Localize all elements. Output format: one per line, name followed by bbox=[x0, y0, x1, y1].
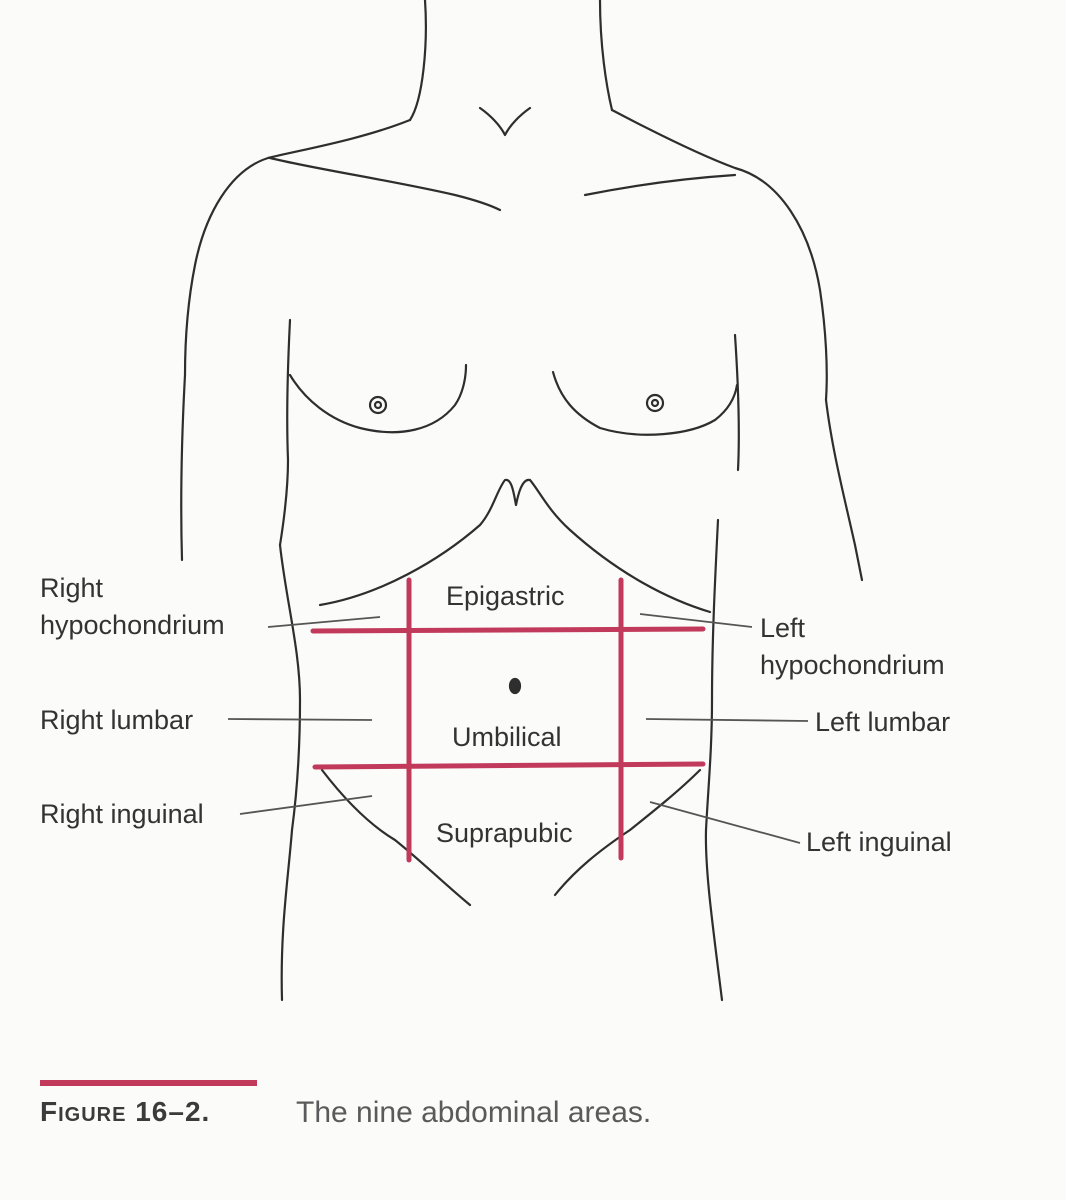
costal-margin bbox=[318, 478, 712, 614]
leader-left-lumbar bbox=[645, 718, 809, 722]
torso-outline bbox=[180, 0, 864, 1002]
leader-left-inguinal bbox=[649, 801, 801, 844]
callout-left-inguinal: Left inguinal bbox=[806, 827, 952, 857]
right-clavicle bbox=[268, 156, 502, 212]
leader-right-inguinal bbox=[239, 795, 373, 815]
callout-right-lumbar: Right lumbar bbox=[40, 705, 194, 735]
right-nipple-inner bbox=[373, 400, 383, 410]
callout-left-hypochondrium-line2: hypochondrium bbox=[760, 650, 945, 680]
leader-right-hypochondrium bbox=[267, 616, 381, 628]
figure-caption: The nine abdominal areas. bbox=[296, 1096, 652, 1129]
right-arm-outer bbox=[180, 373, 187, 562]
left-nipple bbox=[645, 393, 665, 413]
left-arm-outer bbox=[824, 398, 864, 582]
region-label-suprapubic: Suprapubic bbox=[436, 818, 573, 848]
left-shoulder-outline bbox=[183, 118, 412, 377]
left-clavicle bbox=[583, 173, 737, 197]
region-label-umbilical: Umbilical bbox=[452, 722, 562, 752]
left-arm-inner bbox=[733, 333, 740, 472]
figure-number: Figure 16–2. bbox=[40, 1096, 211, 1127]
right-nipple bbox=[368, 395, 388, 415]
callout-left-lumbar: Left lumbar bbox=[815, 707, 951, 737]
left-inguinal-crease bbox=[553, 768, 702, 897]
region-label-epigastric: Epigastric bbox=[446, 581, 565, 611]
leader-right-lumbar bbox=[227, 718, 373, 721]
callout-right-hypochondrium: Right hypochondrium bbox=[40, 570, 225, 644]
left-pectoral bbox=[551, 370, 739, 436]
leader-left-hypochondrium bbox=[639, 613, 753, 628]
right-flank bbox=[278, 543, 302, 1002]
region-grid bbox=[310, 577, 706, 863]
right-pectoral bbox=[288, 363, 468, 434]
left-flank bbox=[704, 518, 724, 1002]
right-inguinal-crease bbox=[320, 768, 472, 907]
callout-left-hypochondrium-line1: Left bbox=[760, 613, 806, 643]
neck-left-outline bbox=[408, 0, 427, 122]
neck-right-outline bbox=[598, 0, 614, 112]
caption-rule bbox=[40, 1080, 257, 1086]
left-nipple-inner bbox=[650, 398, 660, 408]
right-shoulder-outline bbox=[610, 108, 828, 402]
callout-right-inguinal: Right inguinal bbox=[40, 799, 204, 829]
callout-right-hypochondrium-line2: hypochondrium bbox=[40, 610, 225, 640]
callout-left-hypochondrium: Left hypochondrium bbox=[760, 610, 945, 684]
grid-line-lower-horizontal bbox=[312, 761, 706, 770]
right-arm-inner bbox=[278, 318, 292, 547]
grid-line-upper-horizontal bbox=[310, 626, 706, 634]
umbilicus bbox=[508, 677, 522, 695]
sternal-notch bbox=[478, 106, 532, 137]
callout-right-hypochondrium-line1: Right bbox=[40, 573, 104, 603]
leader-lines bbox=[227, 613, 809, 844]
